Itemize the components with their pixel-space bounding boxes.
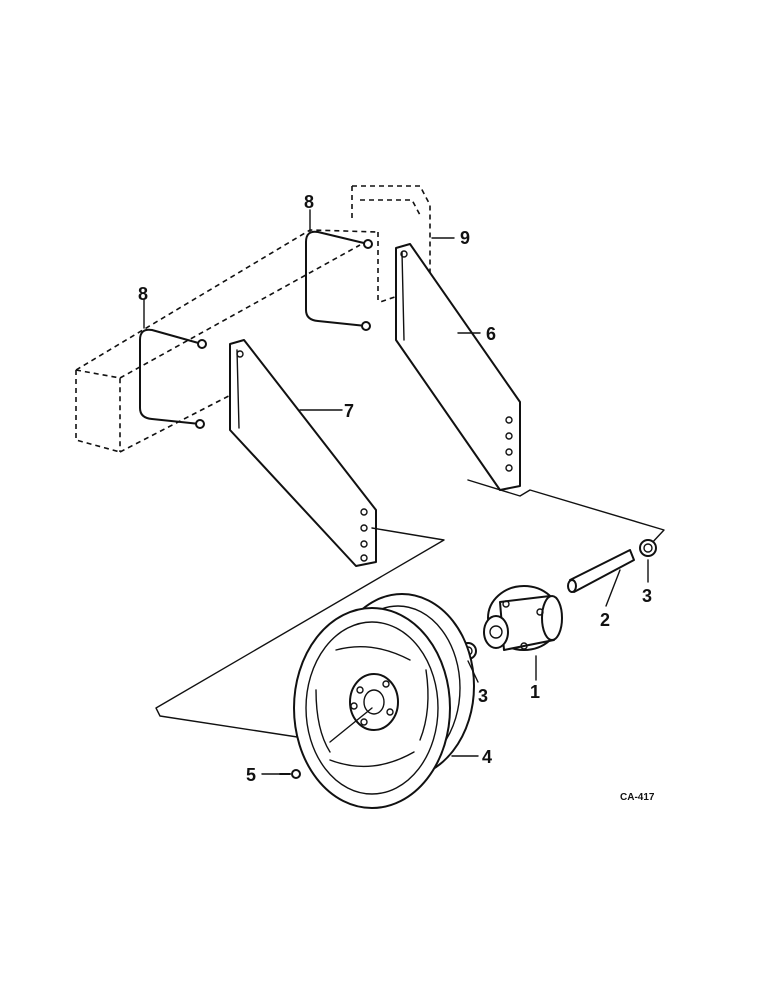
hub (483, 585, 563, 651)
figure-code: CA-417 (620, 792, 655, 803)
callout-nut-left: 3 (478, 686, 488, 706)
callout-wheel: 4 (482, 747, 492, 767)
leader-lines (143, 209, 649, 775)
bracket-right (395, 243, 521, 491)
callout-u-bolt-left: 8 (138, 284, 148, 304)
wheel (293, 593, 475, 809)
bolt (279, 769, 301, 779)
axle (567, 549, 635, 593)
bracket-left (229, 339, 377, 567)
callout-u-bolt-right: 8 (304, 192, 314, 212)
u-bolt-left (139, 328, 207, 429)
callout-nut-right: 3 (642, 586, 652, 606)
callout-bracket-left: 7 (344, 401, 354, 421)
frame-beam (75, 185, 431, 453)
callout-frame: 9 (460, 228, 470, 248)
callout-bracket-right: 6 (486, 324, 496, 344)
callout-bolt: 5 (246, 765, 256, 785)
ground-plane (155, 479, 665, 743)
callout-hub: 1 (530, 682, 540, 702)
u-bolt-right (305, 230, 373, 331)
nut-right (639, 539, 657, 557)
callout-axle: 2 (600, 610, 610, 630)
